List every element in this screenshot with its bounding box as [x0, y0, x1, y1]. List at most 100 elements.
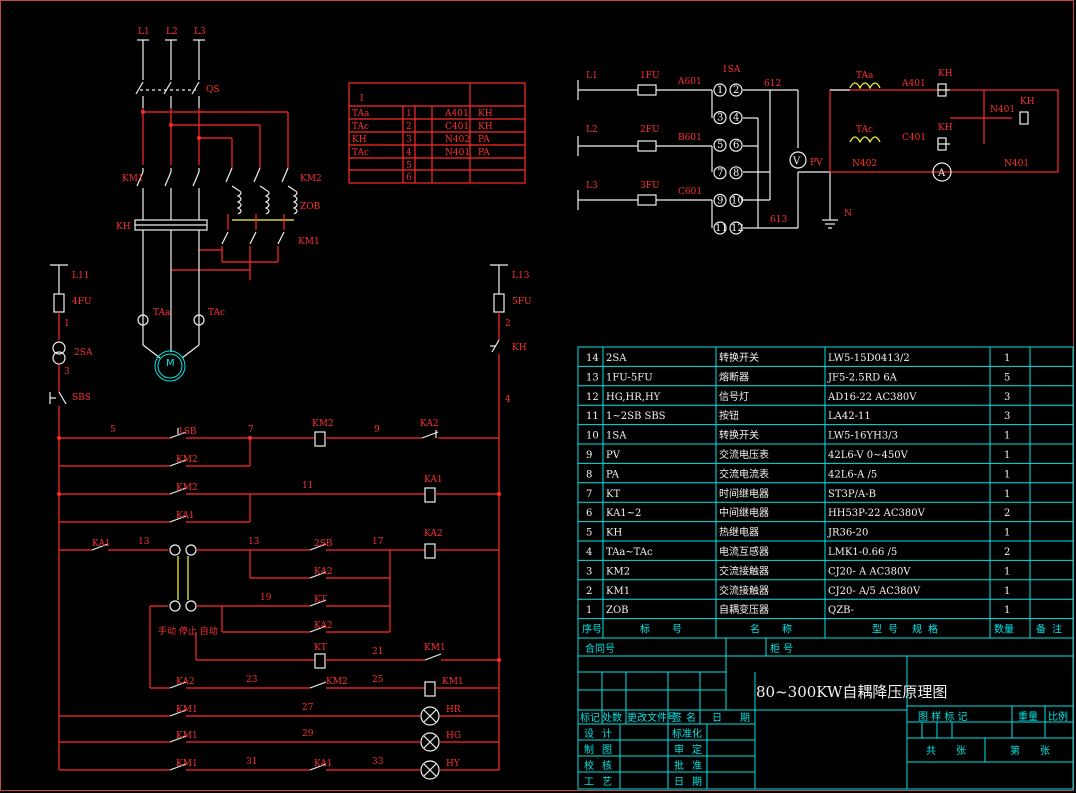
- contact-km2-c: KM2: [326, 677, 348, 687]
- kh-contact-label: KH: [512, 343, 527, 353]
- bom-row-no: 12: [586, 392, 599, 403]
- tb-rev-header: 日: [712, 713, 722, 724]
- node-5: 5: [110, 425, 116, 435]
- wire-613-label: 613: [770, 215, 787, 225]
- ct-row-code: C401: [445, 122, 469, 132]
- ct-row-no: 2: [406, 122, 412, 132]
- bom-row-code: KM2: [606, 566, 630, 577]
- ct-row-no: 5: [406, 161, 412, 171]
- bom-table-grid: [577, 346, 1074, 639]
- contact-kt: KT: [314, 595, 327, 605]
- ct-row-dest: PA: [478, 135, 490, 145]
- node-33: 33: [372, 757, 384, 767]
- ct-row-dest: PA: [478, 148, 490, 158]
- node-4: 4: [505, 395, 511, 405]
- bom-row-code: 1~2SB SBS: [606, 411, 666, 422]
- contact-ka1-a: KA1: [176, 511, 195, 521]
- bom-row-spec: LA42-11: [828, 411, 871, 422]
- fuse-2fu-label: 2FU: [640, 125, 660, 135]
- bom-header-cell: 数量: [994, 623, 1014, 636]
- tb-role-left: 工: [584, 777, 594, 788]
- bom-row-qty: 3: [1004, 392, 1010, 403]
- switch-terminal-label: 4: [733, 113, 739, 124]
- ammeter-symbol: [932, 162, 952, 182]
- coil-kt: KT: [314, 643, 327, 653]
- tb-rev-header: 签: [672, 711, 682, 724]
- switch-terminal-label: 5: [717, 140, 723, 151]
- meter-l2-label: L2: [586, 125, 598, 135]
- bom-row-code: TAa~TAc: [606, 547, 653, 558]
- tb-role-right: 期: [692, 776, 702, 788]
- bom-row-name: 交流接触器: [719, 564, 769, 577]
- switch-1sa-label: 1SA: [722, 65, 741, 75]
- bom-row-name: 转换开关: [719, 351, 759, 364]
- tb-rev-header: 更改文件号: [627, 711, 677, 724]
- switch-terminal: [729, 110, 743, 125]
- voltmeter-symbol: [789, 151, 807, 169]
- tb-role-left: 计: [602, 727, 612, 740]
- tb-rev-header: 标记: [580, 712, 600, 724]
- switch-terminal-label: 8: [733, 168, 739, 179]
- switch-terminal: [713, 110, 727, 125]
- lamp-hy-label: HY: [446, 759, 461, 769]
- ground-n-label: N: [844, 209, 852, 219]
- tb-cabinet: 柜 号: [770, 642, 793, 655]
- tb-weight: 重量: [1018, 710, 1038, 723]
- lamp-hg: [420, 732, 440, 752]
- coil-ka1: KA1: [424, 475, 443, 485]
- tb-role-right: 准: [692, 760, 702, 772]
- lamp-hr-label: HR: [446, 705, 461, 715]
- node-23: 23: [246, 675, 258, 685]
- bom-row-name: 转换开关: [719, 429, 759, 442]
- switch-terminal: [713, 138, 727, 152]
- bom-row-no: 8: [586, 469, 592, 480]
- bom-row-spec: CJ20- A/5 AC380V: [828, 586, 921, 597]
- bom-header-cell: 名: [750, 623, 760, 636]
- bom-row-spec: CJ20- A AC380V: [828, 566, 911, 577]
- control-circuit: L11 4FU 1 2SA 3 SBS L13 5FU 2 KH 4 5 1SB: [49, 264, 532, 780]
- motor-label: M: [166, 358, 175, 369]
- ct-row-no: 3: [406, 135, 412, 145]
- node-17: 17: [372, 537, 384, 547]
- bom-header-cell: 注: [1052, 623, 1062, 636]
- tb-role-right: 定: [692, 743, 702, 756]
- ct-row-code: A401: [444, 109, 469, 119]
- meter-code-a401: A401: [901, 79, 926, 89]
- fuse-1fu-label: 1FU: [640, 71, 660, 81]
- ct-taa-label: TAa: [153, 308, 171, 318]
- coil-km1: KM1: [442, 677, 464, 687]
- thermal-relay-label: KH: [116, 222, 131, 232]
- code-c601: C601: [678, 187, 702, 197]
- switch-terminal-label: 10: [731, 195, 744, 206]
- switch-terminal-label: 2: [733, 85, 739, 96]
- contact-km1-c: KM1: [176, 731, 198, 741]
- bom-row-code: KH: [606, 528, 622, 539]
- meter-code-n401: N401: [990, 105, 1015, 115]
- bom-row-spec: LW5-16YH3/3: [828, 431, 898, 442]
- meter-code-c401: C401: [902, 133, 926, 143]
- bom-row-spec: HH53P-22 AC380V: [828, 508, 926, 519]
- bom-row-spec: 42L6-V 0~450V: [828, 450, 909, 461]
- tb-rev-header: 期: [740, 712, 750, 724]
- tb-role-right: 日: [674, 777, 684, 788]
- node-31: 31: [246, 757, 257, 767]
- bom-row-spec: 42L6-A /5: [828, 469, 877, 480]
- bom-row-name: 热继电器: [719, 526, 759, 539]
- ct-row-no: 1: [406, 109, 412, 119]
- contact-km1-b: KM1: [176, 705, 198, 715]
- bom-row-no: 4: [586, 547, 592, 558]
- node-3: 3: [64, 367, 70, 377]
- bom-row-name: 时间继电器: [719, 487, 769, 500]
- tb-contract: 合同号: [585, 642, 615, 655]
- node-9: 9: [374, 425, 380, 435]
- ammeter-label: A: [937, 168, 946, 179]
- code-a601: A601: [677, 77, 702, 87]
- contact-km1-d: KM1: [176, 759, 198, 769]
- contact-ka1-b: KA1: [92, 539, 111, 549]
- tb-role-right: 审: [674, 743, 684, 756]
- bus-l11-label: L11: [72, 271, 89, 281]
- fuse-4fu-label: 4FU: [72, 297, 92, 307]
- node-19: 19: [260, 593, 272, 603]
